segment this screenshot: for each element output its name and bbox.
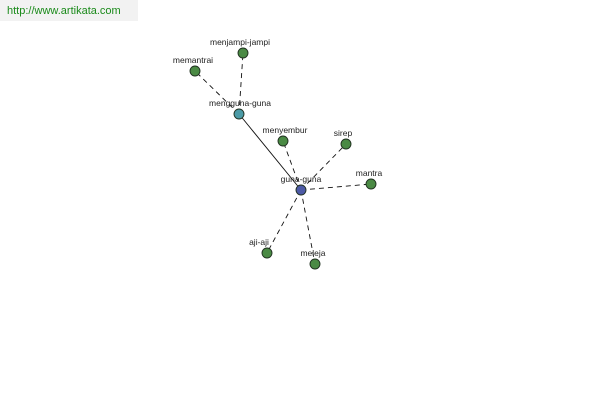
edge-guna-guna-sirep xyxy=(300,143,347,191)
node-label[interactable]: memantrai xyxy=(173,55,213,65)
node-label[interactable]: menyembur xyxy=(263,125,308,135)
node-label[interactable]: sirep xyxy=(334,128,353,138)
node-marker[interactable] xyxy=(277,135,289,147)
node-label[interactable]: mengguna-guna xyxy=(209,98,271,108)
node-marker[interactable] xyxy=(295,184,307,196)
node-label[interactable]: guna-guna xyxy=(281,174,322,184)
node-menyembur[interactable]: menyembur xyxy=(263,125,308,147)
node-memantrai[interactable]: memantrai xyxy=(173,55,213,77)
edge-guna-guna-aji-aji xyxy=(266,189,302,254)
node-aji-aji[interactable]: aji-aji xyxy=(249,237,273,259)
node-mantra[interactable]: mantra xyxy=(356,168,383,190)
node-marker[interactable] xyxy=(365,178,377,190)
node-label[interactable]: meleja xyxy=(300,248,325,258)
source-url[interactable]: http://www.artikata.com xyxy=(0,0,138,21)
node-marker[interactable] xyxy=(261,247,273,259)
node-sirep[interactable]: sirep xyxy=(334,128,353,150)
node-marker[interactable] xyxy=(233,108,245,120)
node-marker[interactable] xyxy=(237,47,249,59)
node-marker[interactable] xyxy=(309,258,321,270)
graph-edges xyxy=(194,52,372,265)
node-label[interactable]: mantra xyxy=(356,168,383,178)
node-marker[interactable] xyxy=(189,65,201,77)
edge-guna-guna-meleja xyxy=(300,189,316,265)
node-mengguna-guna[interactable]: mengguna-guna xyxy=(209,98,271,120)
edge-mengguna-guna-menjampi-jampi xyxy=(238,52,244,115)
edge-guna-guna-mantra xyxy=(300,183,372,191)
node-label[interactable]: aji-aji xyxy=(249,237,269,247)
node-menjampi-jampi[interactable]: menjampi-jampi xyxy=(210,37,270,59)
node-guna-guna[interactable]: guna-guna xyxy=(281,174,322,196)
node-meleja[interactable]: meleja xyxy=(300,248,326,270)
node-marker[interactable] xyxy=(340,138,352,150)
graph-nodes: guna-guna mengguna-guna menjampi-jampi mema… xyxy=(173,37,383,270)
edge-mengguna-guna-memantrai xyxy=(194,70,240,115)
edge-guna-guna-mengguna-guna xyxy=(238,113,302,191)
node-label[interactable]: menjampi-jampi xyxy=(210,37,270,47)
